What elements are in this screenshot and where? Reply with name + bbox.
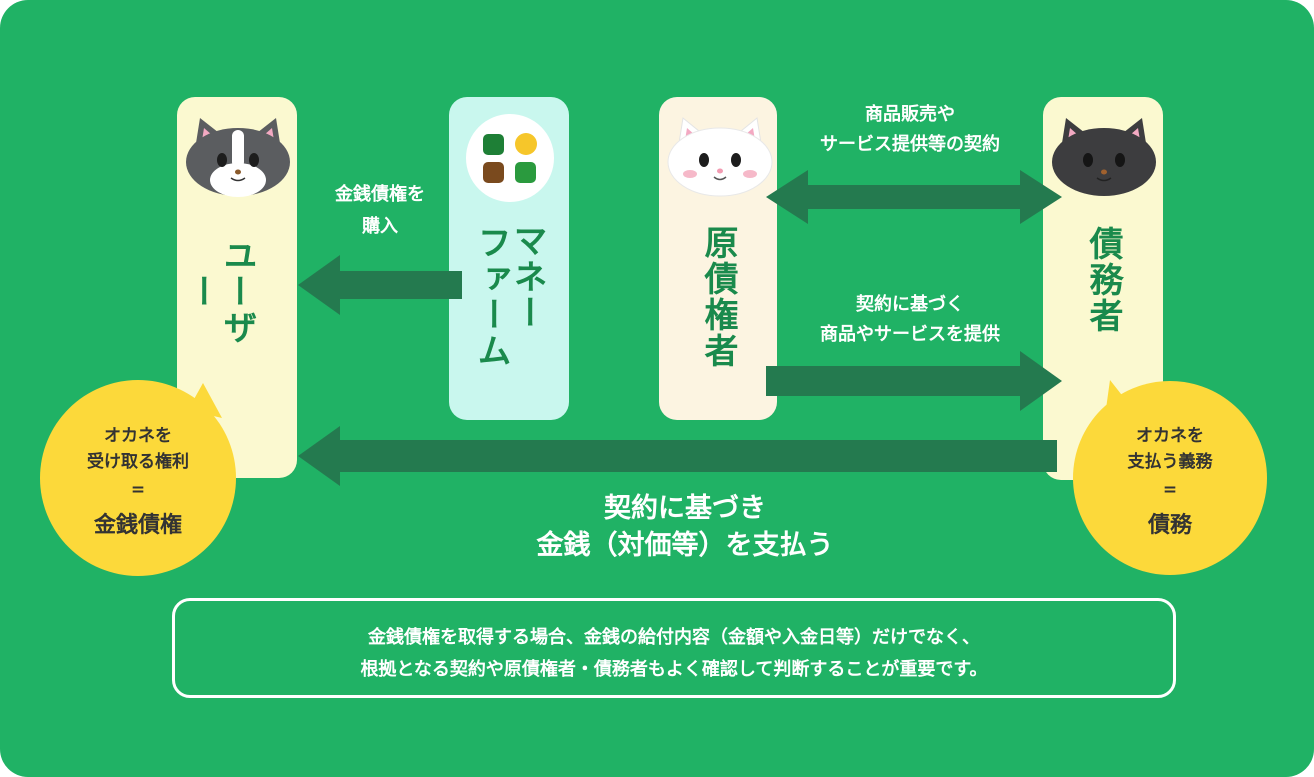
contract-label-line1: 商品販売や	[865, 104, 955, 125]
moneyfarm-label-line2: ファーム	[471, 225, 511, 369]
user-label: ユーザー	[181, 238, 257, 346]
provide-label-line2: 商品やサービスを提供	[820, 324, 1000, 345]
provide-arrow	[766, 351, 1062, 411]
cat-black-icon	[1052, 118, 1156, 196]
debtor-bubble-line2: 支払う義務	[1127, 452, 1213, 472]
debtor-bubble-equals: =	[1162, 480, 1178, 500]
user-bubble-line1: オカネを	[104, 426, 172, 446]
provide-label-line1: 契約に基づく	[856, 294, 964, 315]
moneyfarm-label-line1: マネー	[507, 223, 547, 331]
cat-gray-white-icon	[186, 118, 290, 197]
note-line-2: 根拠となる契約や原債権者・債務者もよく確認して判断することが重要です。	[360, 659, 988, 680]
original-creditor-label: 原債権者	[698, 225, 738, 369]
contract-label-line2: サービス提供等の契約	[820, 134, 1000, 155]
debtor-bubble-line1: オカネを	[1136, 426, 1204, 446]
purchase-label-line1: 金銭債権を	[335, 184, 425, 205]
note-box: 金銭債権を取得する場合、金銭の給付内容（金額や入金日等）だけでなく、 根拠となる…	[172, 598, 1176, 698]
user-bubble-line2: 受け取る権利	[87, 452, 189, 472]
payment-arrow	[298, 426, 1057, 486]
debtor-bubble-term: 債務	[1147, 513, 1192, 538]
user-bubble-equals: =	[130, 480, 146, 500]
cat-white-icon	[667, 117, 773, 197]
user-bubble-term: 金銭債権	[93, 513, 182, 538]
note-line-1: 金銭債権を取得する場合、金銭の給付内容（金額や入金日等）だけでなく、	[368, 627, 980, 648]
payment-label-line2: 金銭（対価等）を支払う	[536, 530, 834, 561]
moneyfarm-logo-icon	[466, 114, 554, 202]
payment-label-line1: 契約に基づき	[604, 493, 766, 524]
contract-double-arrow	[766, 170, 1062, 224]
purchase-arrow	[298, 255, 462, 315]
debtor-speech-bubble	[1073, 381, 1267, 575]
debtor-label: 債務者	[1083, 225, 1123, 334]
user-speech-bubble	[40, 380, 236, 576]
purchase-label-line2: 購入	[362, 216, 398, 237]
